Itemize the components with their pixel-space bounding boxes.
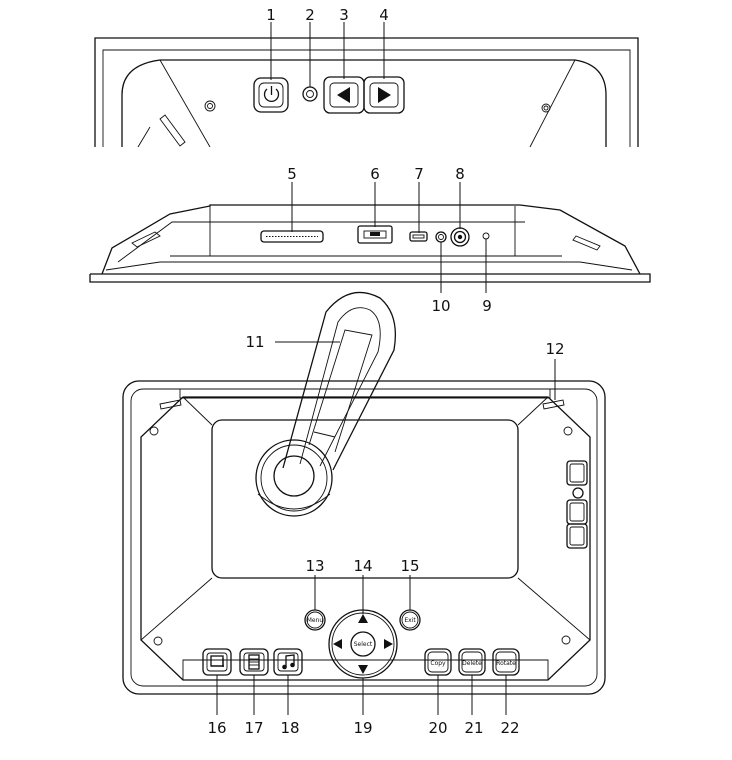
callout-22: 22: [500, 719, 519, 737]
callout-17: 17: [244, 719, 263, 737]
svg-text:Rotate: Rotate: [496, 660, 516, 667]
callout-3: 3: [339, 6, 349, 24]
callout-16: 16: [207, 719, 226, 737]
arrow-left-icon: [337, 87, 350, 103]
photo-mode-button[interactable]: [202, 648, 232, 676]
callout-18: 18: [280, 719, 299, 737]
callout-2: 2: [305, 6, 315, 24]
arrow-down-icon: [358, 665, 368, 674]
video-mode-button[interactable]: [239, 648, 269, 676]
menu-button[interactable]: Menu: [304, 609, 326, 631]
callout-14: 14: [353, 557, 372, 575]
power-icon: [263, 88, 280, 103]
callout-4: 4: [379, 6, 389, 24]
side-view: 5 6 7 8 10 9: [89, 165, 651, 315]
callout-10: 10: [431, 297, 450, 315]
film-icon: [248, 654, 260, 670]
callout-13: 13: [305, 557, 324, 575]
arrow-up-icon: [358, 614, 368, 623]
usb-port[interactable]: [357, 225, 393, 244]
back-view: Menu Exit Select: [122, 291, 606, 737]
callout-1: 1: [266, 6, 276, 24]
arrow-right-icon: [378, 87, 391, 103]
callout-8: 8: [455, 165, 465, 183]
power-button[interactable]: [253, 77, 289, 113]
callout-20: 20: [428, 719, 447, 737]
arrow-left-icon: [333, 639, 342, 649]
music-note-icon: [282, 654, 295, 670]
callout-6: 6: [370, 165, 380, 183]
music-mode-button[interactable]: [273, 648, 303, 676]
callout-15: 15: [400, 557, 419, 575]
select-button[interactable]: Select: [350, 631, 376, 657]
earphone-jack[interactable]: [435, 231, 447, 243]
stand: [255, 291, 397, 517]
next-button[interactable]: [363, 76, 405, 114]
mini-usb-port[interactable]: [409, 231, 428, 242]
callout-11: 11: [245, 333, 264, 351]
memory-card-slot[interactable]: [260, 230, 324, 243]
callout-7: 7: [414, 165, 424, 183]
copy-button[interactable]: Copy: [424, 648, 452, 676]
svg-text:Select: Select: [354, 641, 373, 648]
previous-button[interactable]: [323, 76, 365, 114]
dc-power-jack[interactable]: [450, 227, 470, 247]
side-buttons: [566, 460, 588, 549]
svg-text:Exit: Exit: [404, 617, 416, 624]
svg-text:Delete: Delete: [462, 660, 482, 667]
reset-hole[interactable]: [482, 232, 490, 240]
svg-text:Copy: Copy: [430, 660, 446, 667]
callout-21: 21: [464, 719, 483, 737]
callout-19: 19: [353, 719, 372, 737]
rotate-button[interactable]: Rotate: [492, 648, 520, 676]
svg-text:Menu: Menu: [307, 617, 324, 624]
wall-mount-slot-right: [542, 399, 565, 410]
wall-mount-slot-left: [159, 399, 182, 410]
callout-12: 12: [545, 340, 564, 358]
photo-icon: [210, 655, 224, 667]
callout-9: 9: [482, 297, 492, 315]
delete-button[interactable]: Delete: [458, 648, 486, 676]
power-indicator-led: [302, 86, 318, 102]
exit-button[interactable]: Exit: [399, 609, 421, 631]
arrow-right-icon: [384, 639, 393, 649]
top-view: 1 2 3 4: [94, 6, 639, 148]
callout-5: 5: [287, 165, 297, 183]
